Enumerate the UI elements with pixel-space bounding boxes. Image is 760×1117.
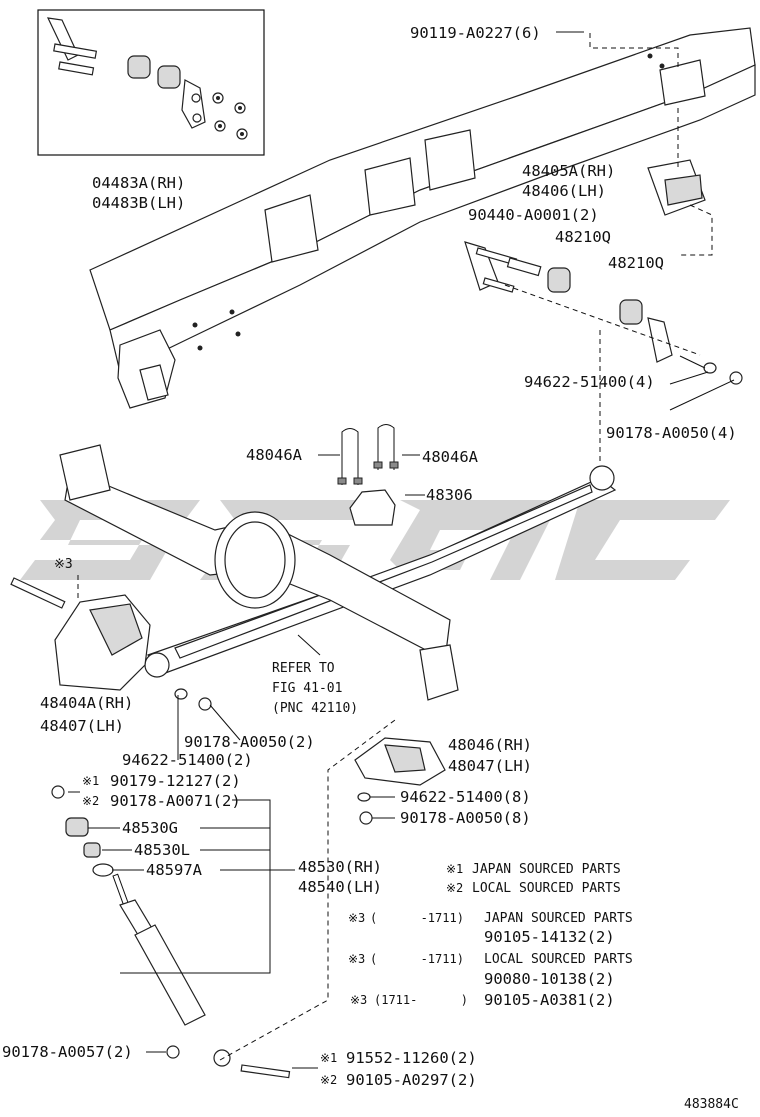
cond-1-text: JAPAN SOURCED PARTS [484, 911, 633, 926]
bushing-a-label[interactable]: 48210Q [555, 228, 611, 246]
cushion-g-label[interactable]: 48530G [122, 819, 178, 837]
assembly-lines [77, 33, 713, 1061]
cond-3-range: (1711- ) [374, 993, 468, 1007]
notes-block: ※1 JAPAN SOURCED PARTS ※2 LOCAL SOURCED … [348, 862, 633, 1009]
refer-line-1: REFER TO [272, 661, 335, 676]
hanger-part-rh-label[interactable]: 48405A(RH) [522, 162, 615, 180]
nut-seat-label[interactable]: 90178-A0050(8) [400, 809, 531, 827]
frame-rail [89, 27, 756, 409]
cond-2-part[interactable]: 90080-10138(2) [484, 970, 615, 988]
shock-nut-2-label[interactable]: 90178-A0071(2) [110, 792, 241, 810]
shock-nut-1-mark: ※1 [82, 774, 99, 788]
spring-seat-bracket-left [10, 577, 151, 691]
left-washer-nut [174, 688, 212, 711]
shackle-side-plate [647, 317, 673, 363]
kit-inset-box [37, 9, 265, 156]
shock-nut-1-label[interactable]: 90179-12127(2) [110, 772, 241, 790]
cushion-l-label[interactable]: 48530L [134, 841, 190, 859]
ubolt-right-label[interactable]: 48046A [422, 448, 479, 466]
cond-3-part[interactable]: 90105-A0381(2) [484, 991, 615, 1009]
note-1-mark: ※1 [446, 862, 463, 876]
bolt-lower-1-mark: ※1 [320, 1051, 337, 1065]
kit-part-lh-label[interactable]: 04483B(LH) [92, 194, 185, 212]
note-2-text: LOCAL SOURCED PARTS [472, 881, 621, 896]
u-bolt-left [337, 428, 363, 485]
hanger-part-lh-label[interactable]: 48406(LH) [522, 182, 606, 200]
bushing-b-label[interactable]: 48210Q [608, 254, 664, 272]
kit-shackle-plate [46, 17, 98, 76]
figure-code-label: 483884C [684, 1097, 739, 1112]
bracket-part-lh-label[interactable]: 48407(LH) [40, 717, 124, 735]
kit-part-rh-label[interactable]: 04483A(RH) [92, 174, 185, 192]
shock-upper-parts [51, 785, 114, 877]
cond-1-mark: ※3 [348, 911, 365, 925]
u-bolt-right [373, 424, 399, 470]
cond-2-text: LOCAL SOURCED PARTS [484, 952, 633, 967]
bolt-lower-1-label[interactable]: 91552-11260(2) [346, 1049, 477, 1067]
note-2-mark: ※2 [446, 881, 463, 895]
note-1-text: JAPAN SOURCED PARTS [472, 862, 621, 877]
washer-seat-label[interactable]: 94622-51400(8) [400, 788, 531, 806]
seat-part-rh-label[interactable]: 48046(RH) [448, 736, 532, 754]
cond-2-mark: ※3 [348, 952, 365, 966]
cond-3-mark: ※3 [350, 993, 367, 1007]
refer-line-2[interactable]: FIG 41-01 [272, 681, 342, 696]
frame-bolt-label[interactable]: 90119-A0227(6) [410, 24, 541, 42]
shackle-pin-plate [464, 241, 542, 293]
refer-line-3[interactable]: (PNC 42110) [272, 701, 358, 716]
cond-1-range: ( -1711) [370, 911, 464, 925]
kit-nuts [212, 92, 248, 140]
shock-absorber [112, 873, 291, 1079]
ubolt-left-label[interactable]: 48046A [246, 446, 303, 464]
bolt-lower-2-label[interactable]: 90105-A0297(2) [346, 1071, 477, 1089]
axle-housing [59, 444, 459, 701]
washer-upper-label[interactable]: 94622-51400(4) [524, 373, 655, 391]
shackle-hanger-bracket [647, 159, 706, 216]
shackle-washer-nut [703, 362, 743, 385]
nut-mid-label[interactable]: 90178-A0050(2) [184, 733, 315, 751]
shock-nut-2-mark: ※2 [82, 794, 99, 808]
part-labels: 04483A(RH) 04483B(LH) 90119-A0227(6) 484… [2, 24, 737, 1089]
nut-upper-label[interactable]: 90178-A0050(4) [606, 424, 737, 442]
washer-mid-label[interactable]: 94622-51400(2) [122, 751, 253, 769]
kit-side-plate [181, 79, 206, 129]
leader-lines [68, 31, 735, 1069]
bolt-lower-2-mark: ※2 [320, 1073, 337, 1087]
cond-1-part[interactable]: 90105-14132(2) [484, 928, 615, 946]
shackle-bushings [547, 267, 643, 325]
retainer-label[interactable]: 48597A [146, 861, 203, 879]
bracket-part-rh-label[interactable]: 48404A(RH) [40, 694, 133, 712]
shock-nut-lower-label[interactable]: 90178-A0057(2) [2, 1043, 133, 1061]
kit-bushings [127, 55, 181, 89]
pin-label[interactable]: 90440-A0001(2) [468, 206, 599, 224]
leaf-spring [144, 465, 617, 678]
seat-part-lh-label[interactable]: 48047(LH) [448, 757, 532, 775]
absorber-part-lh-label[interactable]: 48540(LH) [298, 878, 382, 896]
pad-label[interactable]: 48306 [426, 486, 473, 504]
spring-seat-right [354, 737, 446, 786]
bump-pad [349, 489, 396, 526]
seat-washer-nut [357, 792, 373, 825]
absorber-part-rh-label[interactable]: 48530(RH) [298, 858, 382, 876]
bolt-mark-label[interactable]: ※3 [54, 557, 73, 572]
cond-2-range: ( -1711) [370, 952, 464, 966]
